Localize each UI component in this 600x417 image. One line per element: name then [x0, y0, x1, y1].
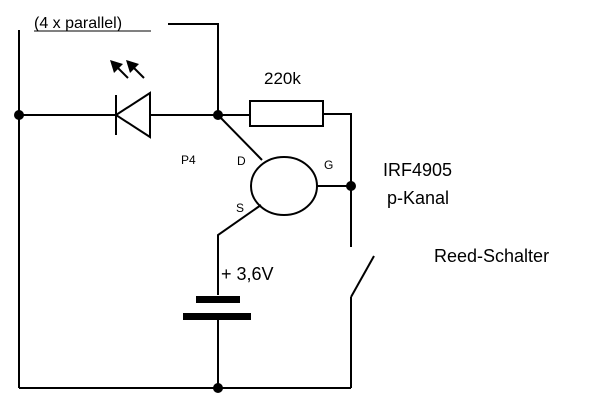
- resistor-value-label: 220k: [264, 69, 301, 88]
- junction-dot: [346, 181, 356, 191]
- port-label: P4: [181, 153, 196, 167]
- resistor-symbol: [249, 100, 324, 127]
- junction-dot: [213, 110, 223, 120]
- drain-pin-label: D: [237, 154, 246, 168]
- junction-dot: [14, 110, 24, 120]
- parallel-lead-wire: [168, 23, 219, 115]
- led-light-arrows-icon: [110, 60, 145, 79]
- drain-wire: [217, 114, 263, 161]
- source-wire: [217, 204, 262, 295]
- reed-switch-contact: [350, 255, 375, 298]
- battery-negative-plate: [183, 313, 251, 320]
- led-triangle: [114, 91, 151, 139]
- source-pin-label: S: [236, 201, 244, 215]
- parallel-note-label: (4 x parallel): [34, 15, 122, 32]
- junction-dot: [213, 383, 223, 393]
- battery-voltage-label: + 3,6V: [221, 264, 274, 284]
- battery-positive-plate: [196, 296, 240, 303]
- mosfet-type-label: p-Kanal: [387, 188, 449, 208]
- led-symbol: [114, 91, 151, 139]
- gate-pin-label: G: [324, 158, 333, 172]
- reed-switch-label: Reed-Schalter: [434, 246, 549, 266]
- mosfet-part-label: IRF4905: [383, 160, 452, 180]
- mosfet-symbol: [250, 156, 318, 216]
- resistor-right-wire: [323, 113, 352, 247]
